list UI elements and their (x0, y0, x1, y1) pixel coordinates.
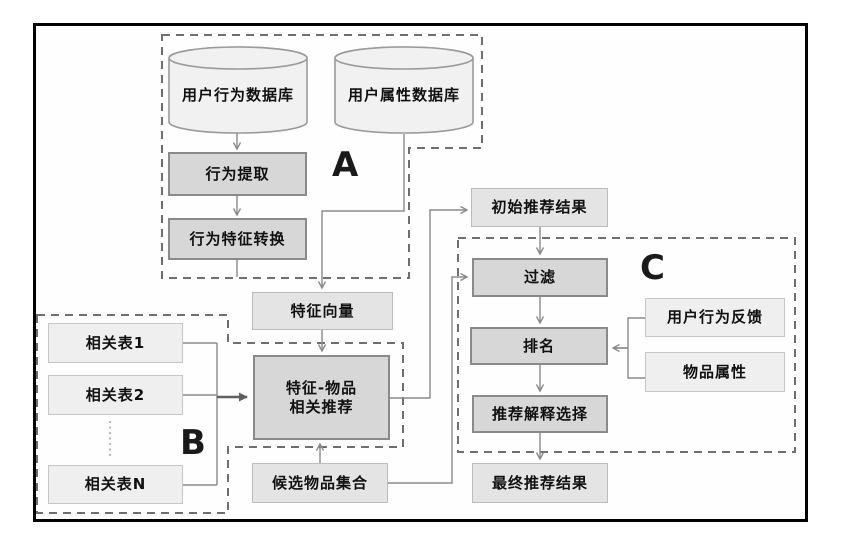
node-ranking: 排名 (470, 327, 608, 365)
node-behavior-feature-transform: 行为特征转换 (168, 218, 307, 260)
user-behavior-database-cylinder (168, 46, 308, 134)
region-c-outline (457, 237, 796, 453)
node-user-attribute-db-label: 用户属性数据库 (347, 85, 460, 104)
node-candidate-item-set: 候选物品集合 (252, 463, 388, 503)
user-attribute-database-cylinder (334, 46, 474, 134)
node-related-table-n: 相关表N (48, 465, 183, 504)
region-a-outline (161, 34, 483, 279)
node-filter: 过滤 (472, 258, 608, 297)
node-related-table-1: 相关表1 (48, 323, 183, 363)
node-behavior-extraction: 行为提取 (168, 152, 307, 196)
region-b-label: B (180, 423, 206, 463)
node-feature-vector: 特征向量 (252, 292, 393, 330)
node-user-behavior-feedback: 用户行为反馈 (645, 298, 785, 337)
region-a-label: A (332, 145, 359, 185)
node-feature-item-recommender: 特征-物品 相关推荐 (253, 355, 390, 440)
node-initial-recommendation-result: 初始推荐结果 (471, 188, 608, 227)
connector-lines (183, 133, 645, 486)
node-final-recommendation-result: 最终推荐结果 (472, 463, 608, 503)
node-item-attributes: 物品属性 (645, 352, 785, 392)
node-related-table-2: 相关表2 (48, 375, 183, 415)
region-c-label: C (640, 248, 665, 288)
node-explanation-selection: 推荐解释选择 (472, 395, 608, 433)
node-user-behavior-db-label: 用户行为数据库 (181, 85, 294, 104)
region-b-outline (36, 314, 404, 514)
